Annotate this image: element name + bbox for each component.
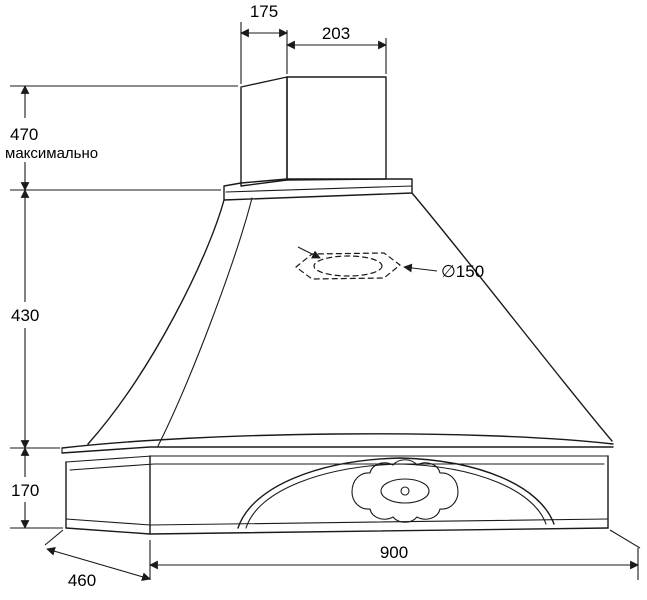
dim-label-chimney-height-note: максимально: [5, 145, 98, 162]
dim-label-chimney-depth: 175: [250, 2, 278, 21]
crown-top-line: [61, 446, 614, 454]
chimney-front-face: [286, 76, 387, 181]
front-arch-inner: [245, 463, 547, 529]
canopy-right-edge: [411, 192, 613, 442]
canopy-bottom-flare: [61, 433, 614, 449]
dim-line-hood-depth: [46, 546, 151, 582]
dim-label-duct-diameter: ∅150: [441, 262, 484, 281]
crown-mid-line: [65, 455, 609, 463]
dimension-annotations: 175 203 470 максимально 430 170 ∅150 900: [5, 2, 641, 590]
collar-molding-line: [225, 185, 413, 193]
cartouche-ornament: [351, 459, 459, 523]
base-bottom-side-edge: [65, 527, 151, 535]
cartouche-center-dot: [400, 486, 410, 496]
base-plinth-line: [65, 518, 609, 526]
duct-diameter-leader: [403, 263, 438, 273]
dim-label-chimney-width: 203: [322, 24, 350, 43]
base-bottom-front-edge: [149, 527, 609, 535]
dim-label-hood-depth: 460: [68, 571, 96, 590]
front-arch-outer: [237, 457, 555, 529]
ext-line-back-left-bottom-diagonal: [44, 529, 64, 546]
duct-outlet-outer: [295, 252, 401, 280]
hood-body: [61, 76, 614, 535]
dim-label-hood-width: 900: [380, 543, 408, 562]
duct-leader-arrow: [297, 246, 321, 259]
dim-label-chimney-height: 470: [10, 125, 38, 144]
canopy-left-edge: [87, 199, 225, 445]
ext-line-right-bottom-diagonal: [609, 529, 641, 549]
dim-label-base-height: 170: [11, 481, 39, 500]
duct-outlet-inner: [313, 255, 383, 277]
dim-label-canopy-height: 430: [11, 306, 39, 325]
canopy-front-corner-edge: [157, 197, 253, 447]
cartouche-inner-oval: [380, 478, 430, 504]
chimney-side-face: [240, 76, 288, 187]
